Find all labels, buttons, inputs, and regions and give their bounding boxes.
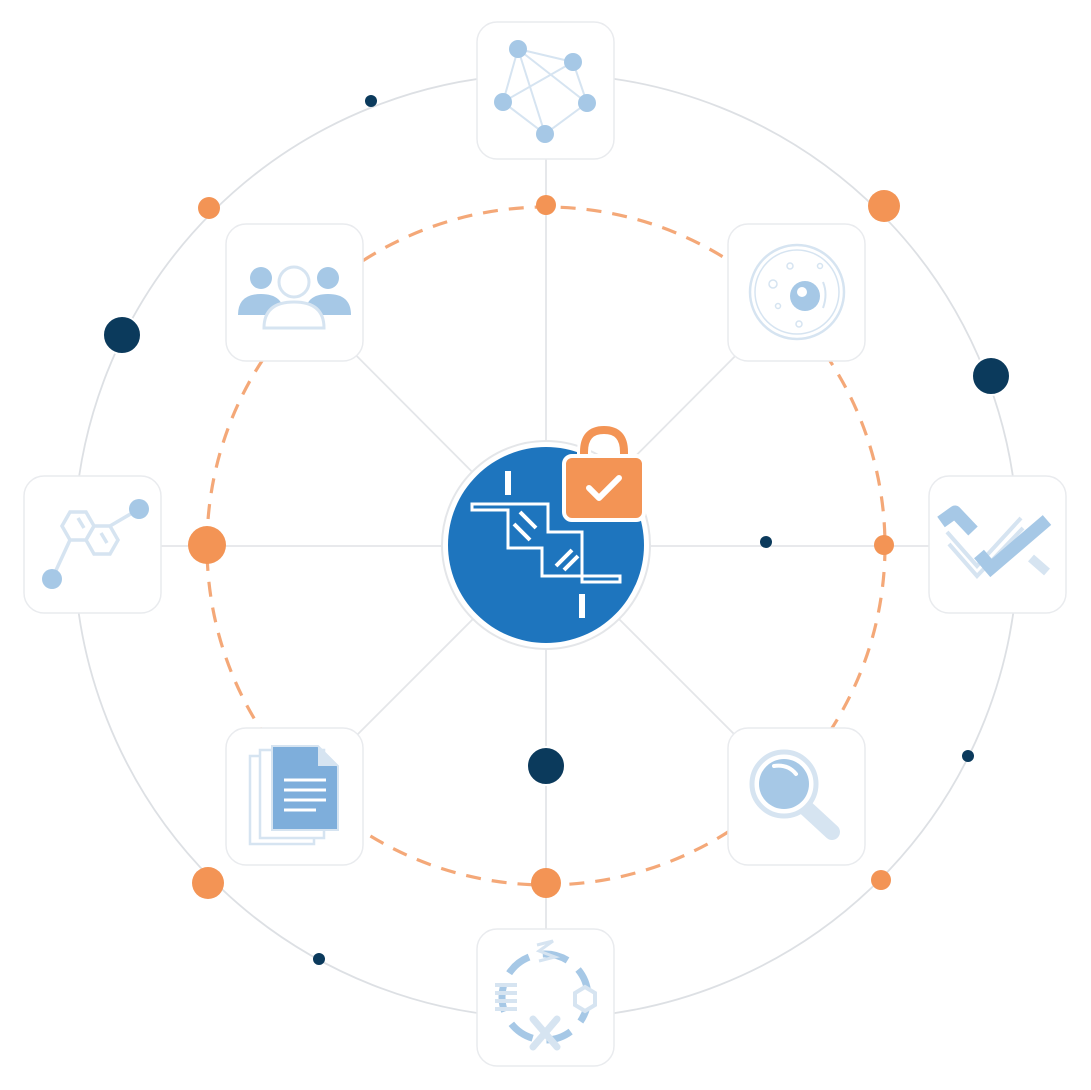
navy-dot <box>365 95 377 107</box>
node-validation[interactable] <box>928 475 1067 614</box>
node-cell[interactable] <box>727 223 866 362</box>
molecular-cycle-icon <box>495 939 597 1051</box>
orange-dot <box>868 190 900 222</box>
node-molecule[interactable] <box>23 475 162 614</box>
double-checkmark-icon <box>937 505 1052 579</box>
node-search[interactable] <box>727 727 866 866</box>
magnifying-glass-icon <box>749 749 840 840</box>
node-documents[interactable] <box>225 727 364 866</box>
chemical-structure-icon <box>42 499 149 589</box>
node-cycle[interactable] <box>476 928 615 1067</box>
biological-cell-icon <box>748 243 846 341</box>
decorative-dots <box>102 95 1011 965</box>
connected-puzzle-pieces-icon <box>470 471 622 618</box>
node-network[interactable] <box>476 21 615 160</box>
navy-dot <box>313 953 325 965</box>
orange-dot <box>536 195 556 215</box>
navy-dot <box>526 746 566 786</box>
orange-dot <box>198 197 220 219</box>
orange-dot <box>871 870 891 890</box>
navy-dot <box>962 750 974 762</box>
navy-dot <box>102 315 142 355</box>
navy-dot <box>760 536 772 548</box>
node-users[interactable] <box>225 223 364 362</box>
orange-dot <box>874 535 894 555</box>
orange-dot <box>188 526 226 564</box>
central-hub[interactable] <box>441 422 651 650</box>
orange-dot <box>192 867 224 899</box>
network-graph-icon <box>494 40 596 143</box>
orange-dot <box>531 868 561 898</box>
navy-dot <box>971 356 1011 396</box>
padlock-checkmark-icon <box>562 422 646 522</box>
stacked-documents-icon <box>248 745 339 846</box>
user-group-icon <box>238 265 351 330</box>
